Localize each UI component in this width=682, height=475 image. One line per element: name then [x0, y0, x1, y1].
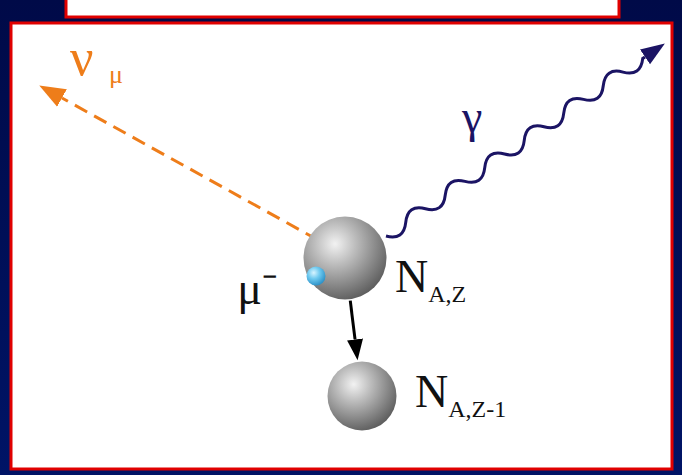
nucleus-sphere: NA,Z-1 — [327, 361, 397, 431]
muon-sphere: μ⁻ — [306, 266, 326, 286]
sphere — [328, 362, 397, 431]
title-bar — [66, 0, 619, 17]
sphere-shape — [327, 361, 397, 431]
node-label: μ⁻ — [237, 266, 278, 312]
nucleus-symbol: μ⁻ — [237, 263, 278, 314]
neutrino-line — [62, 98, 318, 240]
node-label: NA,Z — [395, 254, 466, 300]
particle-symbol: γ — [462, 94, 482, 140]
sphere-shape — [303, 216, 387, 300]
nucleus-symbol: N — [395, 251, 428, 302]
nucleus-symbol: N — [415, 366, 448, 417]
panel — [11, 23, 672, 469]
sphere-shape — [306, 266, 326, 286]
sphere — [307, 267, 326, 286]
nucleus-subscript: A,Z-1 — [448, 396, 506, 422]
nucleus-sphere: NA,Z — [303, 216, 387, 300]
photon-wave — [386, 57, 645, 237]
particle-symbol: ν — [70, 32, 94, 84]
nucleus-subscript: A,Z — [428, 281, 466, 307]
sphere — [304, 217, 387, 300]
particle-subscript: μ — [109, 62, 123, 88]
transition-arrow — [350, 301, 355, 340]
node-label: NA,Z-1 — [415, 369, 506, 415]
